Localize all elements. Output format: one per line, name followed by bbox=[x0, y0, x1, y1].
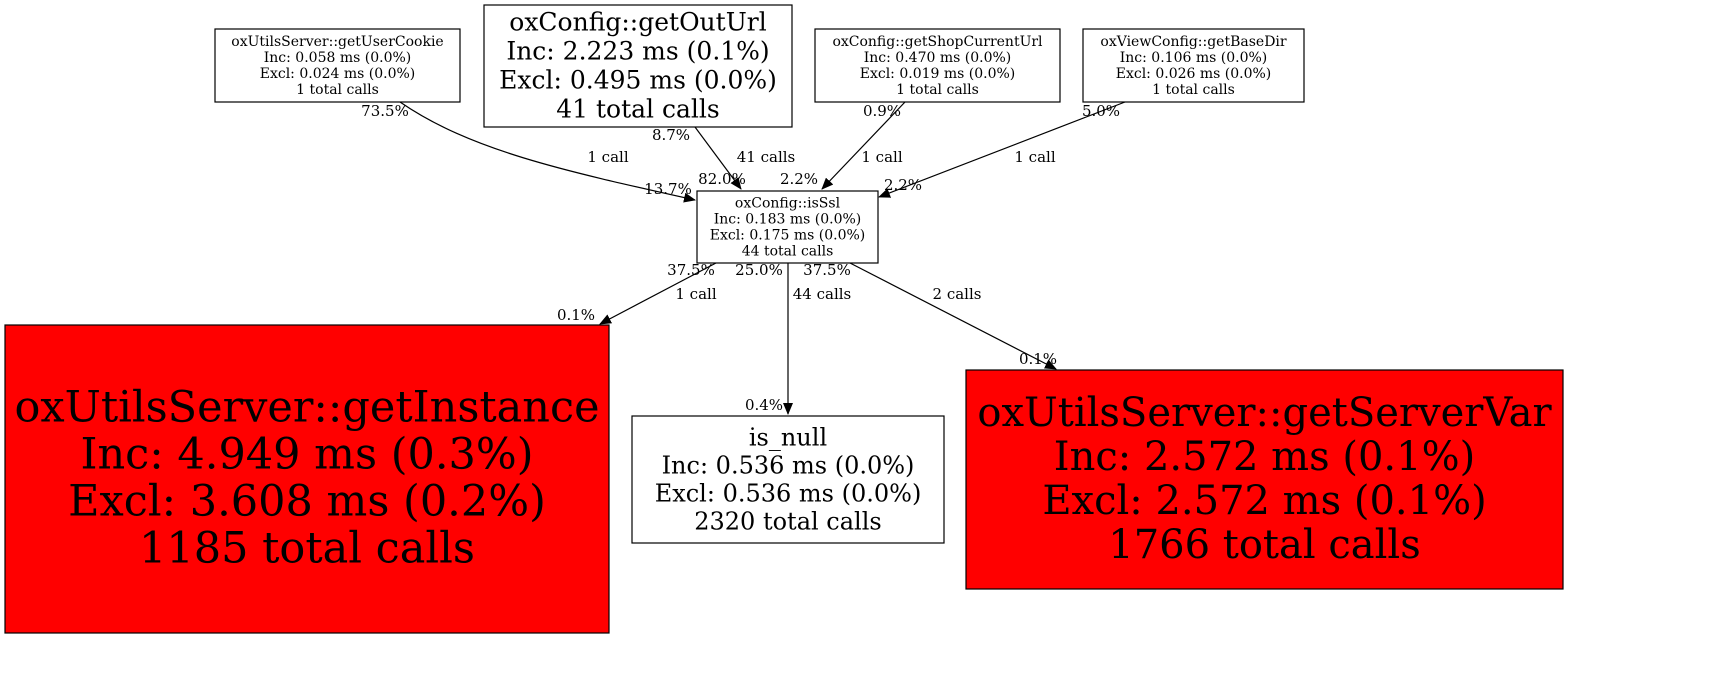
node-inclusive-time: Inc: 0.058 ms (0.0%) bbox=[264, 50, 412, 66]
node-function-name: oxUtilsServer::getUserCookie bbox=[231, 34, 443, 50]
edge-isSsl-to-getServerVar: 37.5% 2 calls 0.1% bbox=[803, 261, 1057, 370]
node-exclusive-time: Excl: 0.026 ms (0.0%) bbox=[1116, 66, 1272, 82]
edge-getUserCookie-to-isSsl: 73.5% 1 call 13.7% bbox=[361, 101, 696, 203]
node-box bbox=[965, 369, 1564, 590]
edge-arrow bbox=[694, 126, 742, 190]
node-total-calls: 1185 total calls bbox=[139, 524, 475, 574]
edge-call-count: 1 call bbox=[861, 148, 902, 166]
node-inclusive-time: Inc: 0.183 ms (0.0%) bbox=[714, 211, 862, 227]
node-box bbox=[814, 28, 1061, 103]
node-exclusive-time: Excl: 3.608 ms (0.2%) bbox=[68, 477, 546, 527]
node-function-name: oxUtilsServer::getServerVar bbox=[977, 390, 1552, 436]
edge-isSsl-to-is_null: 25.0% 44 calls 0.4% bbox=[735, 261, 852, 415]
node-inclusive-time: Inc: 0.106 ms (0.0%) bbox=[1120, 50, 1268, 66]
node-total-calls: 41 total calls bbox=[556, 95, 719, 124]
node-exclusive-time: Excl: 0.495 ms (0.0%) bbox=[499, 66, 777, 95]
node-function-name: oxUtilsServer::getInstance bbox=[14, 383, 599, 433]
edge-call-count: 1 call bbox=[1014, 148, 1055, 166]
node-box bbox=[483, 4, 793, 128]
node-box bbox=[696, 190, 879, 264]
node-box bbox=[631, 415, 945, 544]
node-total-calls: 44 total calls bbox=[742, 243, 834, 259]
edge-call-count: 44 calls bbox=[793, 285, 852, 303]
edge-head-percent: 0.4% bbox=[745, 396, 783, 414]
edge-tail-percent: 37.5% bbox=[803, 261, 851, 279]
edge-arrow bbox=[599, 262, 717, 325]
node-box bbox=[4, 324, 610, 634]
edge-arrow bbox=[821, 101, 906, 190]
edge-isSsl-to-getInstance: 37.5% 1 call 0.1% bbox=[557, 261, 717, 325]
edge-head-percent: 0.1% bbox=[557, 306, 595, 324]
node-exclusive-time: Excl: 0.019 ms (0.0%) bbox=[860, 66, 1016, 82]
node-inclusive-time: Inc: 4.949 ms (0.3%) bbox=[81, 430, 534, 480]
node-total-calls: 2320 total calls bbox=[694, 507, 881, 535]
edge-arrow bbox=[849, 262, 1057, 370]
edge-tail-percent: 25.0% bbox=[735, 261, 783, 279]
node-total-calls: 1766 total calls bbox=[1108, 522, 1420, 568]
node-function-name: oxViewConfig::getBaseDir bbox=[1100, 34, 1287, 50]
edge-head-percent: 2.2% bbox=[780, 170, 818, 188]
edge-tail-percent: 5.0% bbox=[1082, 102, 1120, 120]
edge-call-count: 2 calls bbox=[933, 285, 982, 303]
node-exclusive-time: Excl: 0.175 ms (0.0%) bbox=[710, 227, 866, 243]
edge-tail-percent: 0.9% bbox=[863, 102, 901, 120]
node-exclusive-time: Excl: 0.536 ms (0.0%) bbox=[655, 479, 922, 507]
node-inclusive-time: Inc: 0.536 ms (0.0%) bbox=[662, 451, 915, 479]
edge-call-count: 41 calls bbox=[737, 148, 796, 166]
node-function-name: oxConfig::getShopCurrentUrl bbox=[832, 34, 1043, 50]
edge-getShopCurrentUrl-to-isSsl: 0.9% 1 call 2.2% bbox=[780, 101, 906, 190]
node-exclusive-time: Excl: 2.572 ms (0.1%) bbox=[1042, 478, 1486, 524]
node-inclusive-time: Inc: 2.223 ms (0.1%) bbox=[506, 37, 769, 66]
node-function-name: oxConfig::getOutUrl bbox=[509, 8, 766, 37]
edge-call-count: 1 call bbox=[675, 285, 716, 303]
node-box bbox=[214, 28, 461, 103]
edge-head-percent: 13.7% bbox=[644, 180, 692, 198]
edge-head-percent: 0.1% bbox=[1019, 350, 1057, 368]
node-function-name: is_null bbox=[749, 423, 827, 451]
node-total-calls: 1 total calls bbox=[896, 82, 979, 98]
node-exclusive-time: Excl: 0.024 ms (0.0%) bbox=[260, 66, 416, 82]
edge-getBaseDir-to-isSsl: 5.0% 1 call 2.2% bbox=[878, 101, 1126, 198]
edge-tail-percent: 37.5% bbox=[667, 261, 715, 279]
node-box bbox=[1082, 28, 1305, 103]
edge-tail-percent: 73.5% bbox=[361, 102, 409, 120]
node-total-calls: 1 total calls bbox=[1152, 82, 1235, 98]
edge-arrow bbox=[399, 101, 696, 203]
edge-call-count: 1 call bbox=[587, 148, 628, 166]
node-inclusive-time: Inc: 2.572 ms (0.1%) bbox=[1054, 434, 1475, 480]
edge-arrow bbox=[878, 101, 1126, 198]
edge-head-percent: 2.2% bbox=[884, 176, 922, 194]
node-inclusive-time: Inc: 0.470 ms (0.0%) bbox=[864, 50, 1012, 66]
edge-getOutUrl-to-isSsl: 8.7% 41 calls 82.0% bbox=[652, 126, 796, 190]
edge-head-percent: 82.0% bbox=[698, 170, 746, 188]
edge-tail-percent: 8.7% bbox=[652, 126, 690, 144]
node-function-name: oxConfig::isSsl bbox=[735, 195, 841, 211]
node-total-calls: 1 total calls bbox=[296, 82, 379, 98]
